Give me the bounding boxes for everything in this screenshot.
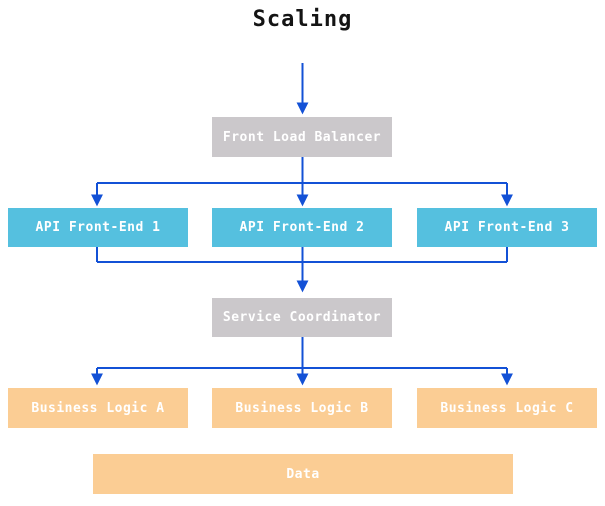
node-api-front-end-1: API Front-End 1 bbox=[8, 208, 188, 247]
node-business-logic-b: Business Logic B bbox=[212, 388, 392, 428]
diagram-title: Scaling bbox=[252, 7, 353, 32]
node-business-logic-c: Business Logic C bbox=[417, 388, 597, 428]
node-service-coordinator: Service Coordinator bbox=[212, 298, 392, 337]
node-data: Data bbox=[93, 454, 513, 494]
node-api-front-end-3: API Front-End 3 bbox=[417, 208, 597, 247]
node-business-logic-a: Business Logic A bbox=[8, 388, 188, 428]
node-api-front-end-2: API Front-End 2 bbox=[212, 208, 392, 247]
node-front-load-balancer: Front Load Balancer bbox=[212, 117, 392, 157]
